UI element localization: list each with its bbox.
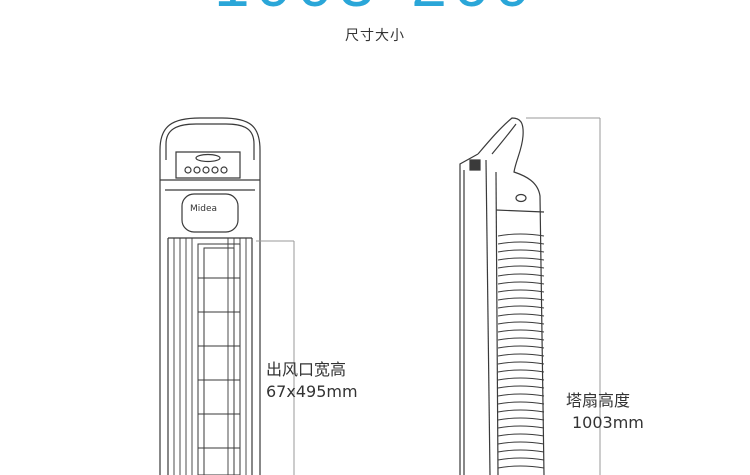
- outlet-dimension-label: 出风口宽高: [266, 360, 347, 379]
- outlet-dimension-value: 67x495mm: [266, 382, 358, 401]
- fan-height-label: 塔扇高度: [566, 391, 631, 410]
- fan-height-value: 1003mm: [572, 413, 644, 432]
- logo-text: Midea: [190, 204, 218, 214]
- dimension-headline: 1003*260: [0, 0, 750, 16]
- section-subtitle: 尺寸大小: [345, 28, 405, 44]
